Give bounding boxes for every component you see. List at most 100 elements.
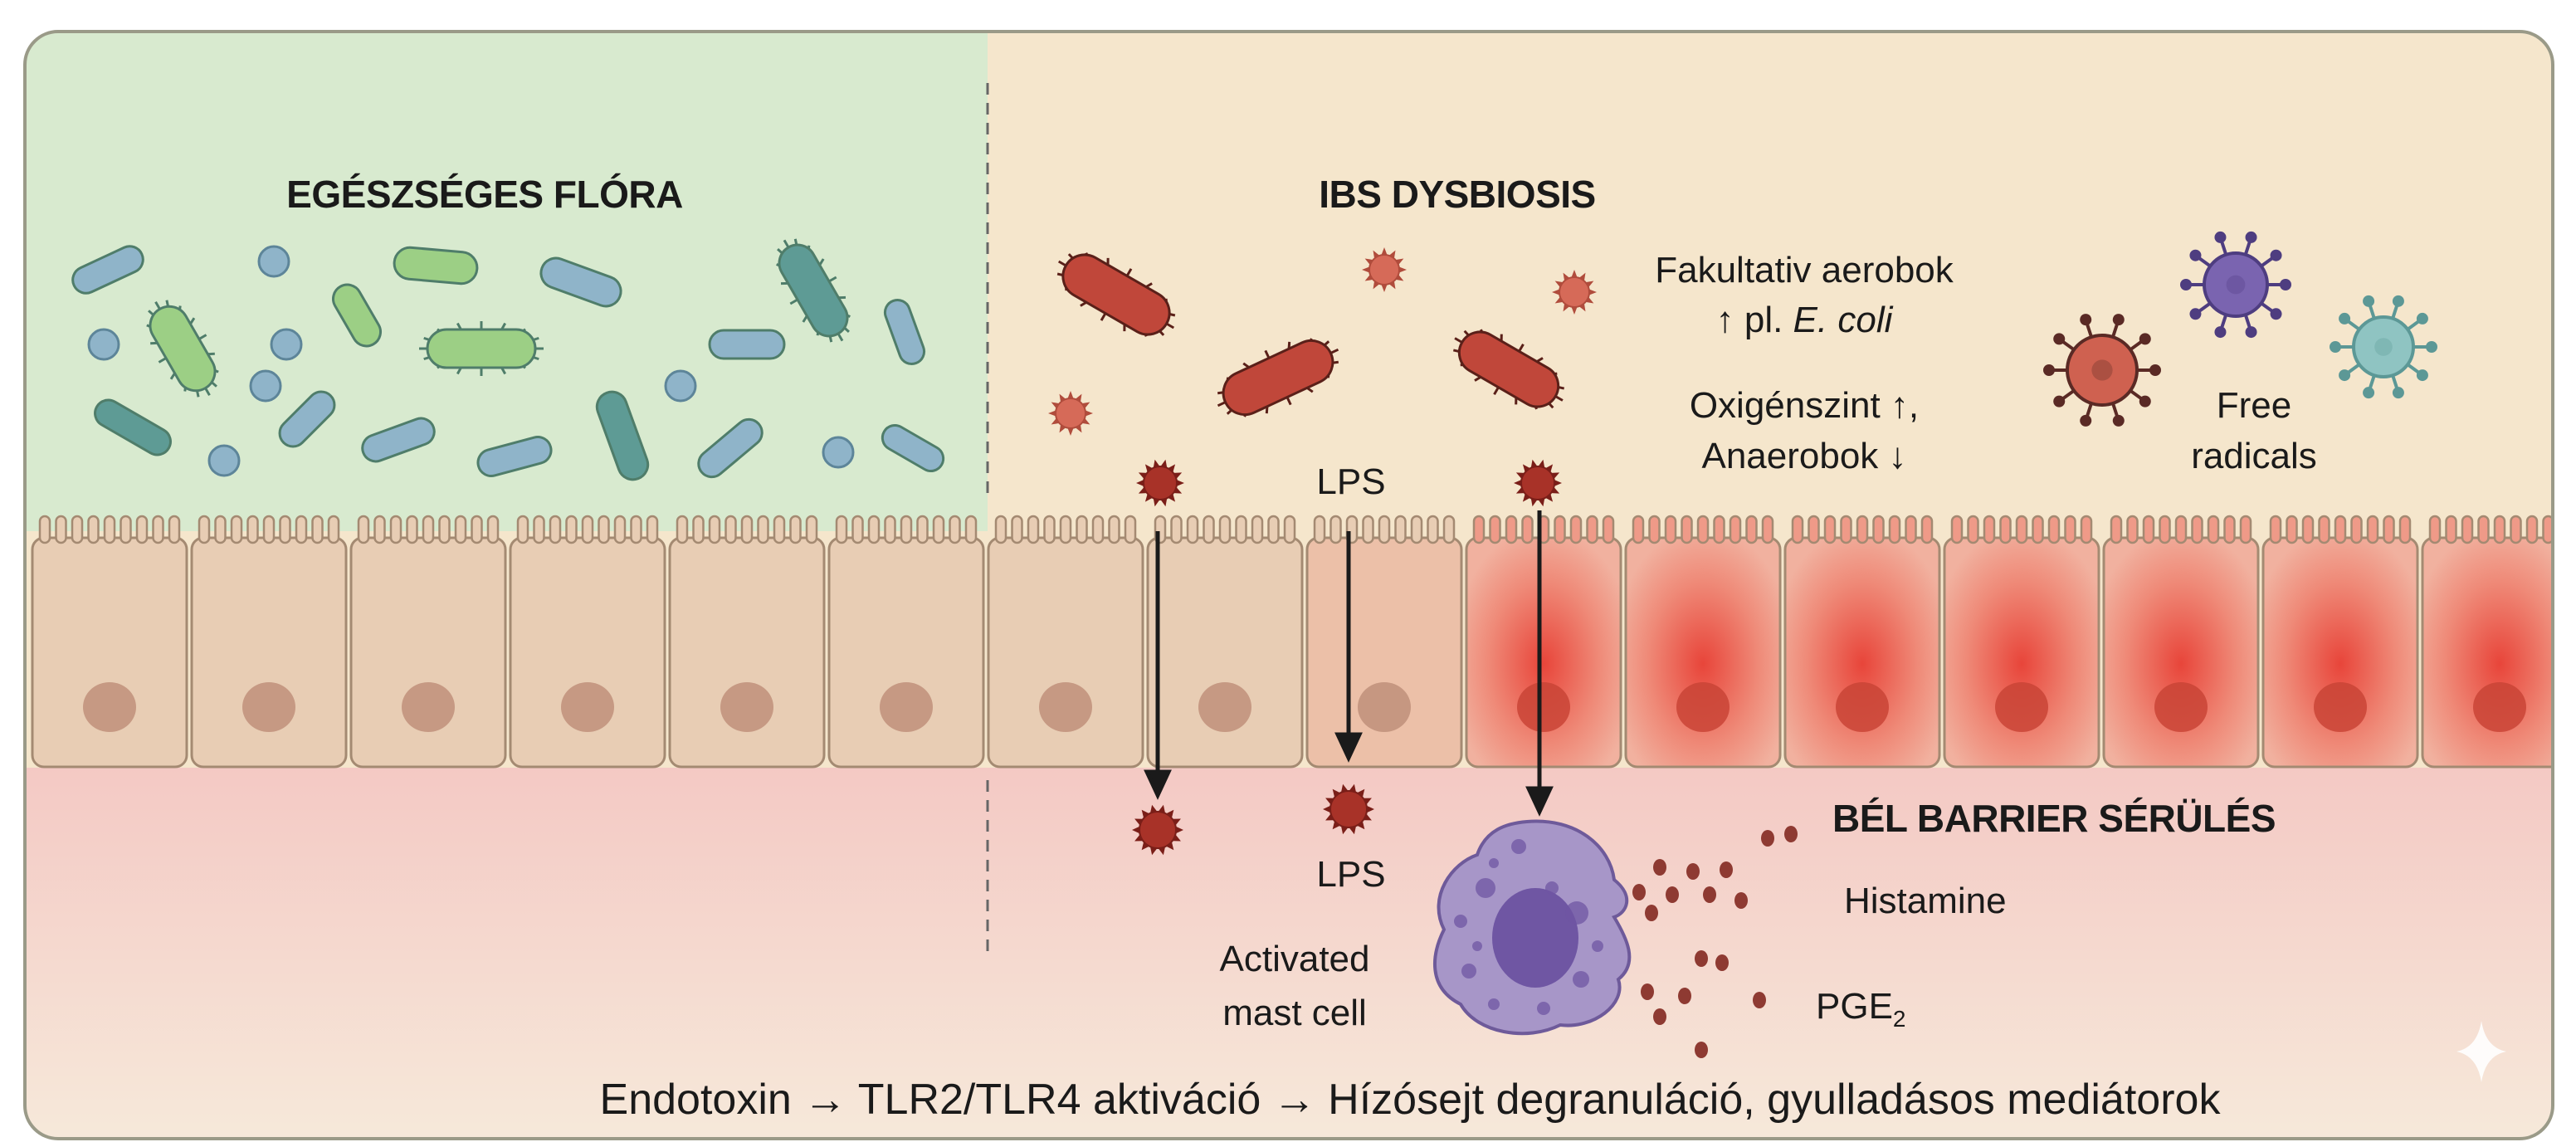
microvillus: [2286, 515, 2298, 544]
spike-tip: [2112, 314, 2125, 326]
microvillus: [2542, 515, 2553, 544]
mediator-granule: [1720, 861, 1733, 878]
cell-wall: [94, 398, 172, 456]
microvillus: [2015, 515, 2028, 544]
core: [2091, 359, 2113, 381]
microvillus: [646, 515, 659, 544]
spike-tip: [2270, 308, 2282, 320]
epithelial-cell: [2421, 515, 2569, 769]
microvillus: [1681, 515, 1693, 544]
microvillus: [613, 515, 627, 544]
mast-cell-label-1: Activated: [1220, 939, 1370, 979]
microvillus: [1664, 515, 1677, 544]
spike: [1332, 821, 1340, 830]
spike-tip: [2149, 364, 2161, 376]
microvillus: [2493, 515, 2506, 544]
spike: [1522, 493, 1530, 502]
inflammatory-mediators: [1632, 826, 1798, 1058]
spike-tip: [2426, 341, 2437, 353]
lps-translocation-arrows: [1144, 510, 1554, 817]
cell-body: [1624, 536, 1782, 769]
capsid: [2066, 334, 2139, 407]
cell-body: [190, 536, 348, 769]
microvillus: [949, 515, 961, 544]
microvillus: [1489, 515, 1501, 544]
body: [1055, 398, 1086, 429]
spike: [2346, 363, 2361, 375]
pathway-caption: Endotoxin → TLR2/TLR4 aktiváció → Hízóse…: [600, 1076, 2222, 1124]
spike-tip: [2112, 414, 2125, 427]
microvillus: [708, 515, 721, 544]
spike: [2406, 319, 2421, 331]
cell-nucleus: [720, 682, 773, 732]
microvillus: [2461, 515, 2474, 544]
mediator-granule: [1645, 905, 1658, 921]
granule: [1488, 998, 1500, 1010]
microvillus: [2239, 515, 2252, 544]
free-radical-red: [2043, 314, 2161, 427]
epithelial-cell: [2261, 515, 2419, 769]
microvillus: [71, 515, 84, 544]
microvillus: [2445, 515, 2457, 544]
spike: [1381, 247, 1388, 256]
microvillus: [1124, 515, 1137, 544]
spike-tip: [2330, 341, 2341, 353]
sparkle-icon: [2456, 1021, 2506, 1082]
cell-nucleus: [2473, 682, 2526, 732]
microvillus: [773, 515, 786, 544]
granule: [1454, 915, 1467, 928]
mediator-granule: [1753, 992, 1766, 1008]
healthy-bacterium: [708, 329, 786, 360]
mediator-granule: [1686, 863, 1700, 880]
cell-wall: [1061, 253, 1171, 336]
healthy-bacterium: [361, 417, 436, 463]
microvillus: [2428, 515, 2442, 544]
epithelial-cell: [987, 515, 1144, 769]
spike: [1363, 798, 1372, 805]
body: [1559, 276, 1590, 308]
lps-label-lumen: LPS: [1316, 461, 1385, 502]
spike-tip: [2053, 395, 2066, 408]
healthy-bacterium: [883, 299, 926, 365]
microvillus: [1283, 515, 1296, 544]
microvillus: [1203, 515, 1215, 544]
microvillus: [2269, 515, 2282, 544]
microvillus: [454, 515, 467, 544]
microvillus: [2080, 515, 2093, 544]
microvillus: [1091, 515, 1105, 544]
pathogen-coccus: [1048, 391, 1093, 436]
healthy-bacterium: [776, 238, 851, 343]
healthy-bacterium: [332, 283, 382, 348]
cell-nucleus: [561, 682, 614, 732]
epithelial-cell: [509, 515, 666, 769]
mediator-granule: [1666, 886, 1679, 903]
cell-nucleus: [1039, 682, 1092, 732]
microvillus: [2559, 516, 2569, 543]
spike: [2391, 374, 2399, 390]
microbes: [71, 231, 2437, 856]
spike-tip: [2280, 279, 2291, 290]
spike: [2391, 304, 2399, 320]
microvillus: [1791, 515, 1804, 544]
arrow-3-head: [1525, 786, 1554, 817]
healthy-coccus: [270, 328, 303, 361]
microvillus: [327, 515, 340, 544]
cell-body: [2102, 536, 2260, 769]
spike: [2406, 363, 2421, 375]
lps-particle: [1323, 783, 1374, 835]
mediator-granule: [1761, 830, 1774, 847]
microvillus: [1648, 515, 1661, 544]
microvillus: [1378, 515, 1391, 544]
healthy-coccus: [249, 369, 282, 403]
microvillus: [2110, 515, 2123, 544]
microvillus: [1823, 515, 1837, 544]
spike: [1381, 284, 1388, 292]
cell-wall: [1222, 339, 1334, 417]
microvillus: [87, 515, 100, 544]
spike-tip: [2053, 333, 2066, 345]
spike-tip: [2339, 312, 2351, 325]
microvillus: [1950, 515, 1964, 544]
microvillus: [1856, 515, 1869, 544]
microvillus: [2207, 515, 2220, 544]
microvillus: [1888, 515, 1901, 544]
